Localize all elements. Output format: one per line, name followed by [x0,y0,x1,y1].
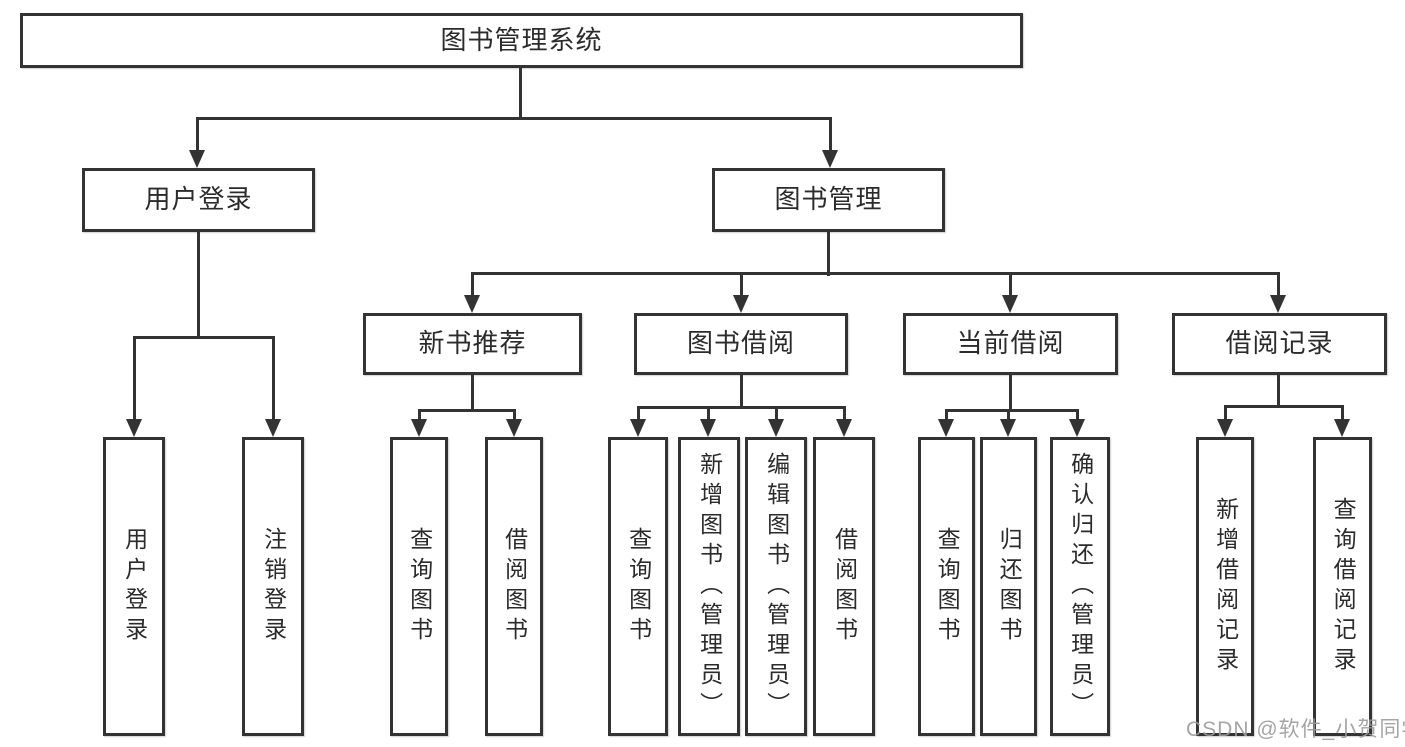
connector-drop-new-book [471,272,474,296]
node-book-management: 图书管理 [712,168,945,232]
arrowhead-d1-icon [938,419,954,437]
connector-user-login-stem [197,232,200,338]
leaf-borrow-book-recommend: 借阅图书 [485,437,543,736]
connector-drop-c4 [843,406,846,421]
arrowhead-c4-icon [836,419,852,437]
arrowhead-c2-icon [700,419,716,437]
connector-borrow-records-stem [1277,375,1280,408]
node-new-book-recommend: 新书推荐 [363,313,582,375]
node-book-borrowing: 图书借阅 [634,313,848,375]
connector-drop-b2 [513,409,516,421]
arrowhead-book-borrow-icon [733,295,749,313]
connector-book-mgmt-rail [471,272,1280,275]
connector-current-borrow-rail [945,409,1079,412]
arrowhead-e2-icon [1334,419,1350,437]
node-root: 图书管理系统 [20,13,1023,68]
arrowhead-leaf-logout-icon [265,419,281,437]
node-current-borrowing: 当前借阅 [903,313,1118,375]
arrowhead-b1-icon [411,419,427,437]
arrowhead-borrow-records-icon [1270,295,1286,313]
leaf-query-book-current: 查询图书 [918,437,975,736]
leaf-borrow-book: 借阅图书 [813,437,875,736]
csdn-watermark: CSDN @软件_小贺同学 [1186,718,1405,741]
connector-current-borrow-stem [1009,375,1012,412]
arrowhead-leaf-login-icon [126,419,142,437]
leaf-edit-book-admin: 编辑图书（管理员） [745,437,807,736]
connector-drop-book-borrow [740,272,743,296]
connector-drop-current-borrow [1009,272,1012,296]
connector-book-borrow-rail [637,406,846,409]
leaf-query-book-recommend: 查询图书 [390,437,448,736]
arrowhead-b2-icon [506,419,522,437]
connector-root-rail [196,117,832,120]
leaf-logout: 注销登录 [242,437,304,736]
connector-book-mgmt-stem [827,232,830,276]
connector-drop-d2 [1007,409,1010,421]
connector-new-book-rail [418,409,516,412]
node-user-login: 用户登录 [82,168,315,232]
arrowhead-book-mgmt-icon [822,150,838,168]
node-borrowing-records: 借阅记录 [1172,313,1387,375]
arrowhead-e1-icon [1217,419,1233,437]
arrowhead-c1-icon [630,419,646,437]
arrowhead-new-book-icon [464,295,480,313]
connector-new-book-stem [471,375,474,412]
connector-drop-user-login [196,117,199,152]
connector-drop-c1 [637,406,640,421]
connector-drop-c2 [707,406,710,421]
connector-drop-e2 [1341,405,1344,421]
connector-drop-borrow-records [1277,272,1280,296]
arrowhead-current-borrow-icon [1002,295,1018,313]
connector-drop-c3 [775,406,778,421]
leaf-add-book-admin: 新增图书（管理员） [678,437,740,736]
leaf-query-borrow-record: 查询借阅记录 [1313,437,1372,736]
connector-root-stem [519,68,522,118]
connector-drop-e1 [1224,405,1227,421]
connector-drop-b1 [418,409,421,421]
connector-book-borrow-stem [740,375,743,409]
connector-drop-d1 [945,409,948,421]
leaf-return-book: 归还图书 [980,437,1037,736]
arrowhead-c3-icon [768,419,784,437]
arrowhead-d3-icon [1069,419,1085,437]
connector-drop-book-mgmt [829,117,832,152]
leaf-confirm-return-admin: 确认归还（管理员） [1050,437,1110,736]
leaf-add-borrow-record: 新增借阅记录 [1196,437,1254,736]
connector-borrow-records-rail [1224,405,1344,408]
connector-user-login-rail [133,336,275,339]
arrowhead-d2-icon [1000,419,1016,437]
connector-drop-leaf-login [133,336,136,419]
leaf-user-login: 用户登录 [103,437,165,736]
leaf-query-book-borrowing: 查询图书 [608,437,668,736]
connector-drop-d3 [1076,409,1079,421]
connector-drop-leaf-logout [272,336,275,419]
arrowhead-user-login-icon [189,150,205,168]
